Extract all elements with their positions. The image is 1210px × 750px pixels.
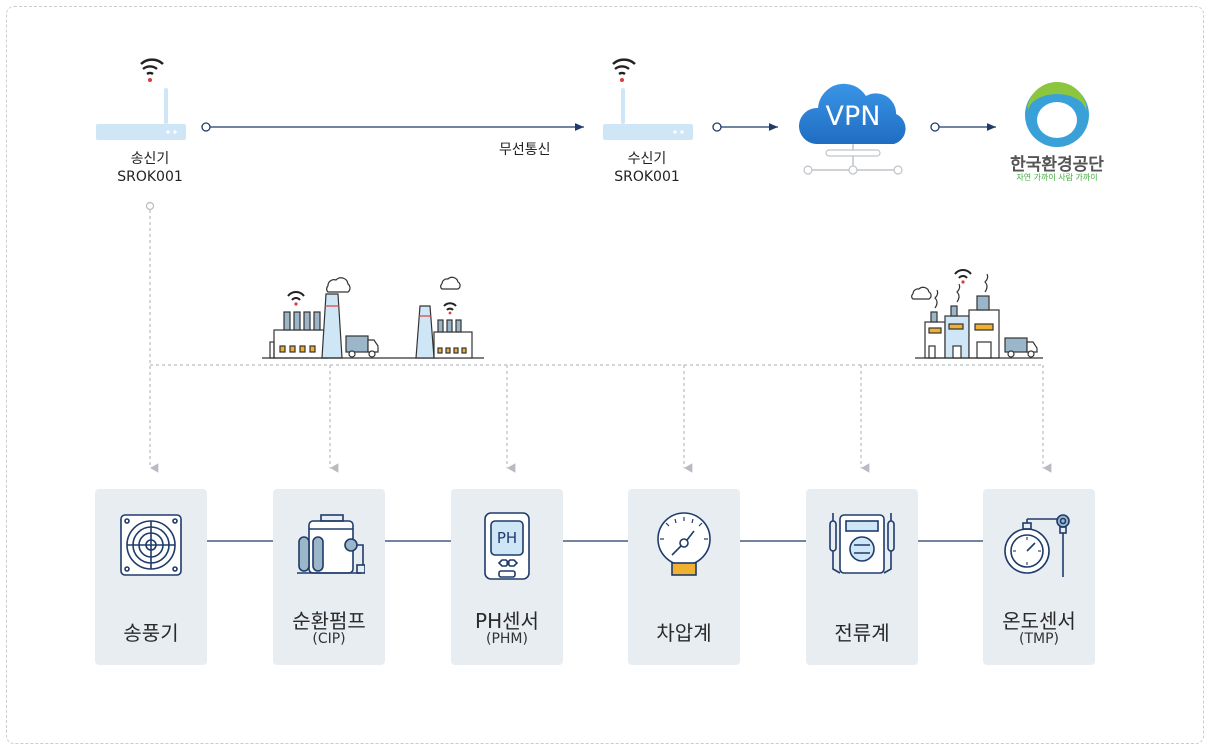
receiver-label: 수신기 SROK001 (587, 150, 707, 186)
device-card-blower: 송풍기 (95, 489, 207, 665)
wireless-link-label: 무선통신 (499, 142, 551, 158)
factory-illustration-right (911, 269, 1043, 359)
transmitter-name: 송신기 (130, 151, 170, 167)
device-name: 순환펌프 (292, 609, 366, 633)
diagram-frame (6, 6, 1204, 744)
factory-illustration-left (262, 276, 484, 359)
device-card-pump: 순환펌프 (CIP) (273, 489, 385, 665)
differential-pressure-gauge-icon (657, 512, 711, 576)
circulation-pump-icon (297, 514, 365, 574)
link-start-dot (201, 122, 211, 132)
device-code: (TMP) (1019, 631, 1059, 647)
router-icon (603, 58, 693, 140)
device-card-pressure-gauge: 차압계 (628, 489, 740, 665)
receiver-id: SROK001 (614, 169, 680, 185)
ph-sensor-icon: PH (484, 512, 530, 580)
organization-logo-icon (1025, 82, 1089, 147)
vpn-label: VPN (825, 101, 881, 132)
vpn-cloud-icon (798, 83, 906, 175)
device-name: PH센서 (475, 609, 539, 633)
device-code: (CIP) (312, 631, 346, 647)
device-name: 차압계 (656, 621, 712, 645)
transmitter-label: 송신기 SROK001 (90, 150, 210, 186)
ph-icon-text: PH (497, 529, 517, 547)
device-name: 전류계 (834, 621, 890, 645)
ammeter-icon (829, 513, 895, 574)
device-card-ph-sensor: PH PH센서 (PHM) (451, 489, 563, 665)
organization-slogan: 자연 가까이 사람 가까이 (1016, 173, 1098, 182)
device-code: (PHM) (486, 631, 528, 647)
temperature-sensor-icon (1004, 514, 1070, 577)
device-name: 송풍기 (123, 621, 179, 645)
device-name: 온도센서 (1002, 609, 1076, 633)
device-card-temperature-sensor: 온도센서 (TMP) (983, 489, 1095, 665)
device-card-ammeter: 전류계 (806, 489, 918, 665)
organization-name: 한국환경공단 (1010, 155, 1104, 175)
receiver-name: 수신기 (627, 151, 667, 167)
blower-fan-icon (120, 514, 182, 576)
transmitter-id: SROK001 (117, 169, 183, 185)
router-icon (96, 58, 186, 140)
